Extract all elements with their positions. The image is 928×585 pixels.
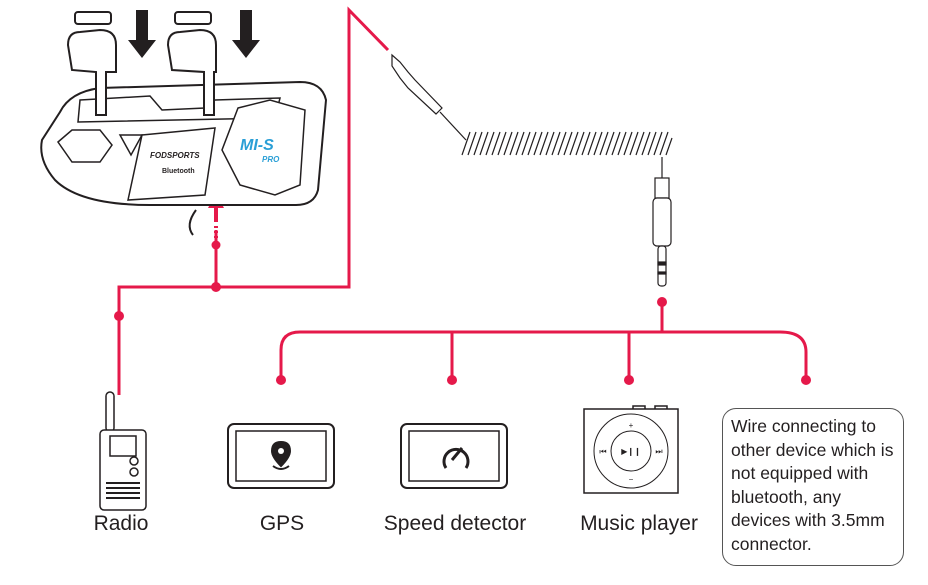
dot bbox=[114, 311, 124, 321]
input-arrow-icon bbox=[208, 193, 224, 238]
brand-text: FODSPORTS bbox=[150, 151, 200, 160]
device-label-music-player: Music player bbox=[580, 512, 698, 535]
device-label-speed-detector: Speed detector bbox=[383, 512, 527, 535]
radio-icon bbox=[99, 391, 147, 511]
next-icon: ⏭ bbox=[655, 447, 662, 456]
dot bbox=[211, 240, 221, 250]
device-label-radio: Radio bbox=[93, 512, 149, 535]
volume-down-icon: − bbox=[629, 475, 634, 484]
speed-detector-icon bbox=[400, 423, 508, 489]
model-text: MI-S bbox=[240, 137, 274, 154]
play-pause-icon: ▶❙❙ bbox=[621, 447, 641, 456]
dot bbox=[276, 375, 286, 385]
hand-icon bbox=[66, 11, 217, 116]
connection-lines bbox=[117, 6, 808, 395]
devices-bus-line bbox=[279, 330, 808, 380]
volume-up-icon: + bbox=[629, 421, 634, 430]
model-sub-text: PRO bbox=[262, 155, 280, 164]
device-label-gps: GPS bbox=[259, 512, 305, 535]
audio-cable bbox=[391, 53, 673, 287]
dot bbox=[801, 375, 811, 385]
bluetooth-text: Bluetooth bbox=[162, 168, 195, 175]
dot bbox=[211, 282, 221, 292]
cable-coil bbox=[461, 131, 673, 156]
dot bbox=[447, 375, 457, 385]
headset-to-radio-line bbox=[117, 230, 218, 395]
headset-to-cable-line bbox=[216, 6, 390, 289]
previous-icon: ⏮ bbox=[599, 447, 606, 456]
dot bbox=[624, 375, 634, 385]
headset-device bbox=[40, 80, 328, 236]
music-player-icon bbox=[583, 405, 679, 494]
press-arrow-icon bbox=[128, 10, 260, 58]
connection-dots bbox=[114, 240, 811, 385]
music-controls: + − ⏮ ⏭ ▶❙❙ bbox=[599, 421, 662, 484]
gps-icon bbox=[227, 423, 335, 489]
dot bbox=[657, 297, 667, 307]
note-box: Wire connecting to other device which is… bbox=[722, 408, 904, 566]
